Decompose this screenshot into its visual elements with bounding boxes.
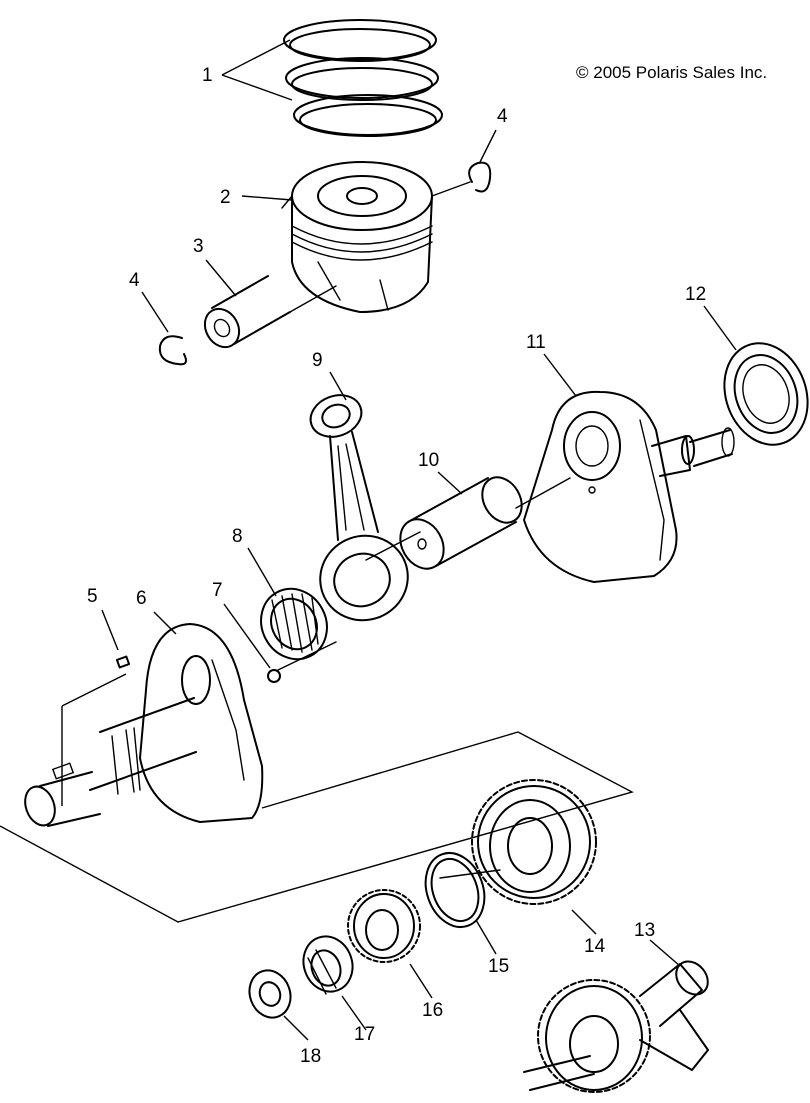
callout-16: 16: [422, 1000, 443, 1021]
callout-13: 13: [634, 920, 655, 941]
small-nut: [248, 969, 292, 1019]
callout-7: 7: [212, 580, 223, 601]
right-crankshaft-half: [523, 390, 735, 583]
drive-gear: [347, 889, 421, 963]
piston: [291, 161, 433, 313]
circlip-right: [468, 161, 492, 193]
woodruff-key: [115, 655, 131, 669]
circlip-left: [158, 335, 187, 366]
callout-labels: 1 2 3 4 4 5 6 7 8 9 10 11 12 13 14 15 16…: [87, 65, 706, 1067]
crank-gear: [471, 779, 597, 905]
connecting-rod: [309, 394, 409, 622]
needle-bearing: [260, 587, 328, 661]
ball: [267, 669, 281, 683]
callout-3: 3: [193, 236, 204, 257]
callout-14: 14: [584, 936, 606, 957]
crank-nut: [302, 935, 354, 995]
copyright-text: © 2005 Polaris Sales Inc.: [576, 63, 767, 82]
callout-9: 9: [312, 350, 323, 371]
thrust-washer: [424, 852, 486, 928]
callout-4-right: 4: [497, 106, 508, 127]
callout-8: 8: [232, 526, 243, 547]
callout-5: 5: [87, 586, 98, 607]
leader-lines: [101, 39, 737, 1041]
ball-bearing: [723, 342, 809, 446]
callout-2: 2: [220, 187, 231, 208]
callout-11: 11: [526, 332, 546, 353]
callout-4-left: 4: [129, 270, 140, 291]
left-crankshaft-half: [24, 623, 264, 827]
assembly-axis-lines: [277, 181, 571, 879]
balance-shaft: [523, 960, 709, 1093]
callout-1: 1: [202, 65, 213, 86]
crank-pin: [399, 476, 523, 570]
callout-17: 17: [354, 1024, 375, 1045]
piston-rings: [283, 19, 443, 137]
callout-6: 6: [136, 588, 147, 609]
callout-12: 12: [685, 284, 706, 305]
gear-assembly-outline: [0, 673, 634, 923]
callout-10: 10: [418, 450, 439, 471]
callout-15: 15: [488, 956, 509, 977]
piston-pin: [203, 275, 337, 349]
callout-18: 18: [300, 1046, 321, 1067]
